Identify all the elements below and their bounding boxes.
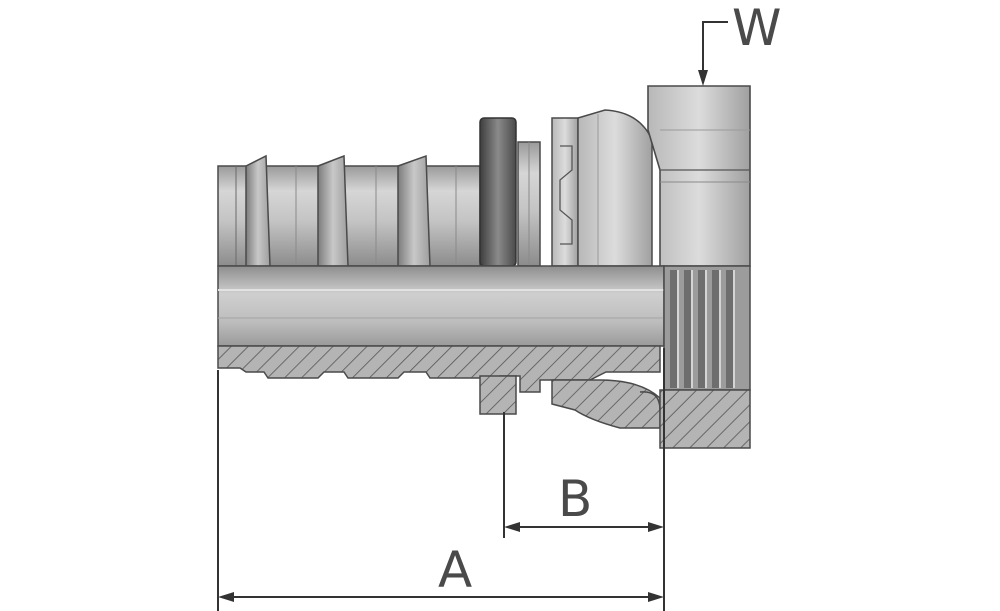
fitting-bore: [217, 265, 751, 391]
label-a: A: [438, 541, 472, 599]
thread-lines: [670, 270, 735, 388]
dimension-lines: [217, 21, 728, 611]
fitting-exterior: [217, 85, 751, 267]
fitting-section: [217, 345, 751, 449]
label-b: B: [558, 470, 592, 528]
dimension-arrows: [218, 70, 708, 602]
label-w: W: [732, 0, 781, 57]
